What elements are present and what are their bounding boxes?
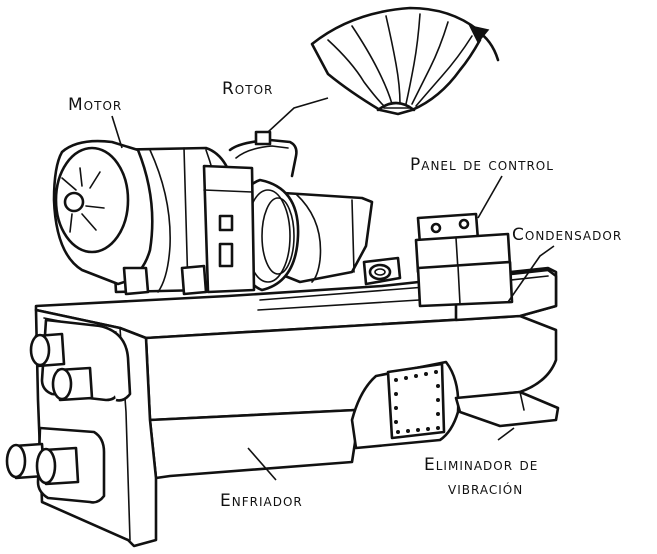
label-condensador: Condensador	[512, 225, 622, 245]
control-panel	[414, 212, 514, 308]
compressor	[228, 130, 402, 292]
motor	[52, 139, 256, 296]
label-eliminador-line1: Eliminador de	[424, 455, 538, 475]
water-box-nozzles	[5, 318, 132, 504]
label-eliminador-line2: vibración	[448, 479, 523, 499]
label-panel-de-control: Panel de control	[410, 155, 554, 175]
vibration-isolator	[350, 360, 560, 450]
rotor-inset	[310, 6, 482, 116]
label-motor: Motor	[68, 95, 122, 115]
leader-lines	[111, 97, 555, 481]
label-rotor: Rotor	[222, 79, 273, 99]
label-enfriador: Enfriador	[220, 491, 303, 511]
rotation-arrow-icon	[468, 24, 500, 62]
